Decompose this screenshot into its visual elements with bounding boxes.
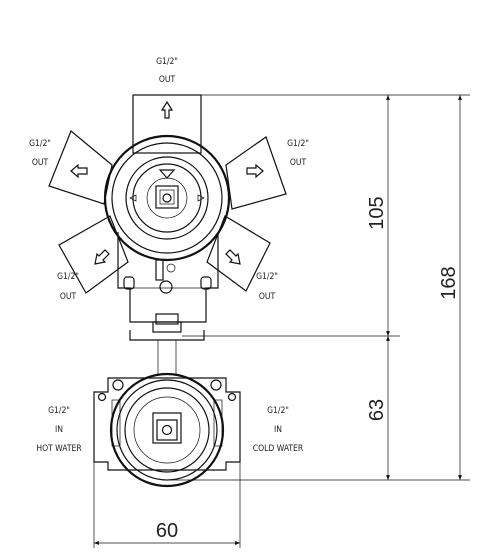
- label-line: G1/2": [48, 406, 70, 416]
- label-line: G1/2": [256, 272, 278, 282]
- up-arrow-icon: [160, 100, 174, 119]
- label-line: OUT: [60, 292, 77, 302]
- label-line: G1/2": [156, 57, 178, 67]
- label-line: OUT: [32, 158, 49, 168]
- label-line: OUT: [259, 292, 276, 302]
- down-right-arrow-icon: [225, 249, 241, 265]
- label-hot-in: G1/2" IN HOT WATER: [36, 406, 82, 454]
- dim-total-height: 168: [438, 266, 460, 299]
- label-line: G1/2": [287, 139, 309, 149]
- label-line: IN: [55, 425, 63, 435]
- top-outlet-block: [132, 94, 202, 154]
- outlet-arm-upper-right: [225, 136, 287, 210]
- label-line: OUT: [290, 158, 307, 168]
- label-line: G1/2": [267, 406, 289, 416]
- label-upper-right-out: G1/2" OUT: [287, 139, 309, 168]
- dim-width: 60: [156, 520, 178, 542]
- diverter-body: [48, 94, 287, 374]
- dim-upper-height: 105: [366, 196, 388, 229]
- outlet-arm-lower-left: [58, 215, 129, 294]
- inlet-plate: [93, 377, 241, 471]
- right-arrow-icon: [246, 163, 264, 179]
- label-line: G1/2": [29, 139, 51, 149]
- down-left-arrow-icon: [94, 249, 110, 265]
- label-line: IN: [274, 425, 282, 435]
- mixing-body: [93, 372, 241, 488]
- label-line: COLD WATER: [253, 444, 304, 454]
- dimension-lines: [93, 94, 470, 548]
- label-top-out: G1/2" OUT: [156, 57, 178, 85]
- label-line: OUT: [159, 75, 176, 85]
- label-upper-left-out: G1/2" OUT: [29, 139, 51, 168]
- dim-lower-height: 63: [366, 399, 388, 421]
- left-arrow-icon: [70, 163, 88, 179]
- outlet-arm-lower-right: [206, 215, 271, 292]
- outlet-arrows: [70, 100, 264, 265]
- label-cold-in: G1/2" IN COLD WATER: [253, 406, 304, 454]
- label-line: HOT WATER: [36, 444, 82, 454]
- label-lower-right-out: G1/2" OUT: [256, 272, 278, 302]
- outlet-arm-upper-left: [48, 130, 113, 205]
- label-lower-left-out: G1/2" OUT: [57, 272, 79, 302]
- label-line: G1/2": [57, 272, 79, 282]
